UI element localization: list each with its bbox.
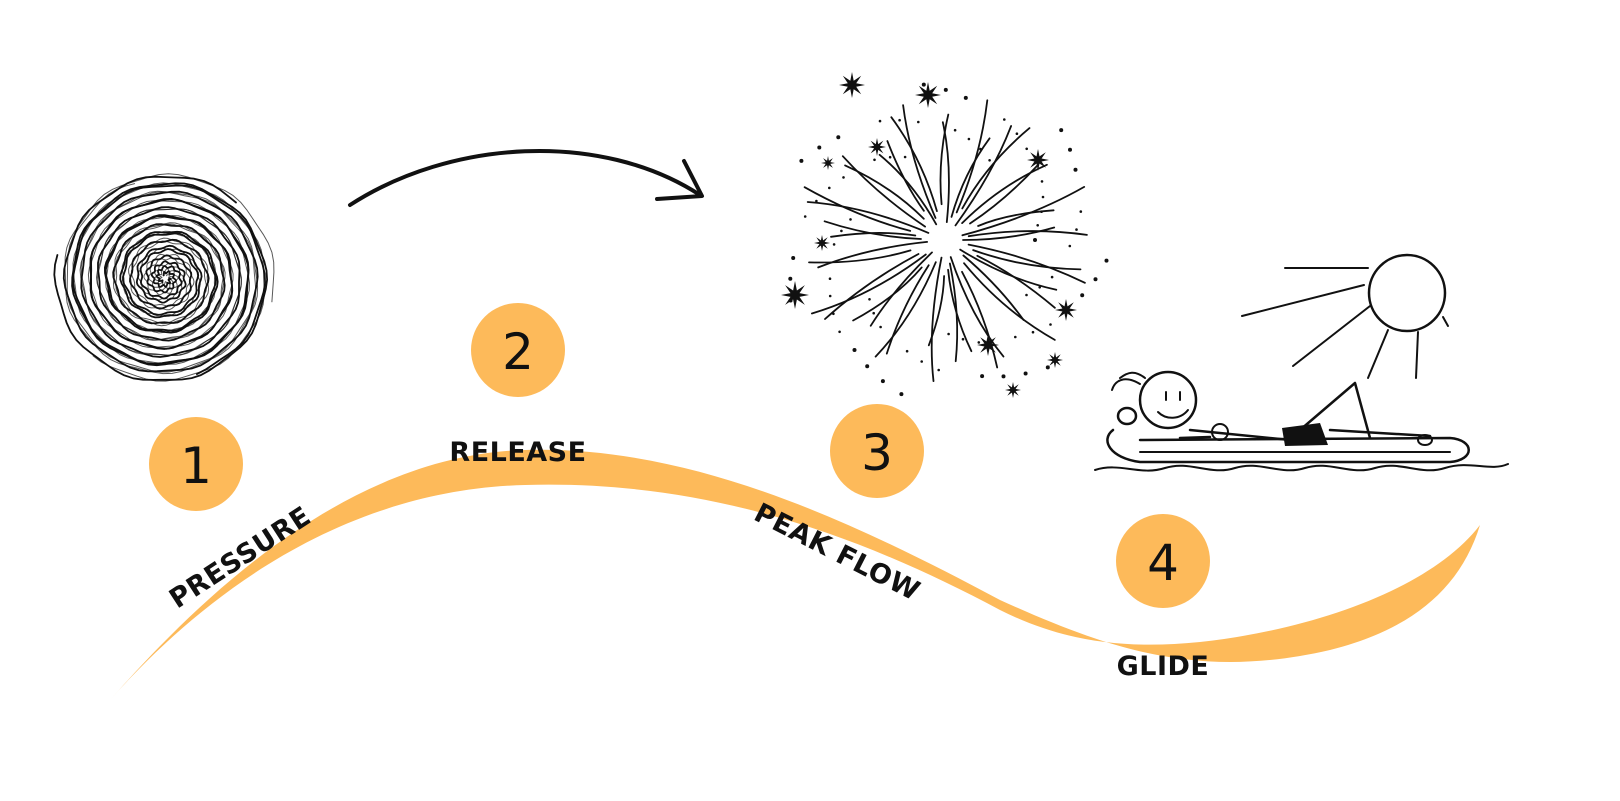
fireworks-icon xyxy=(781,72,1109,398)
stage-number-4: 4 xyxy=(1147,534,1179,592)
stage-number-3: 3 xyxy=(861,424,893,482)
spiral-icon xyxy=(53,173,275,382)
stage-badge-4: 4 xyxy=(1116,514,1210,608)
wave-band xyxy=(110,449,1480,700)
stage-label-glide: GLIDE xyxy=(1117,651,1210,682)
stage-number-1: 1 xyxy=(180,437,212,495)
stage-number-2: 2 xyxy=(502,323,534,381)
sun-icon xyxy=(1241,253,1449,379)
stage-badge-1: 1 xyxy=(149,417,243,511)
stage-label-release: RELEASE xyxy=(449,437,586,468)
stage-label-pressure: PRESSURE xyxy=(164,501,317,615)
arrow-icon xyxy=(348,148,704,207)
stage-badge-3: 3 xyxy=(830,404,924,498)
stage-badge-2: 2 xyxy=(471,303,565,397)
relaxing-person-icon xyxy=(1094,253,1509,472)
